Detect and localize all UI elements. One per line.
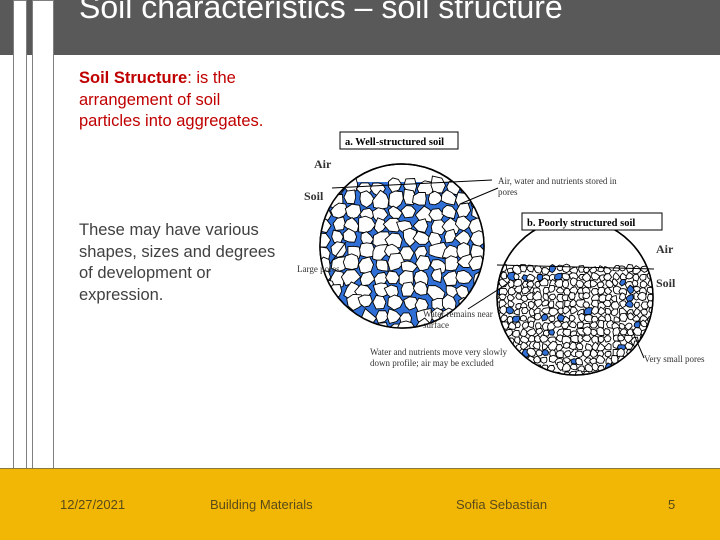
soil-structure-illustration: a. Well-structured soil Air Soil Large p… [292,122,710,390]
label-water-moves: Water and nutrients move very slowly dow… [370,347,507,368]
label-air-a: Air [314,157,332,171]
label-soil-a: Soil [304,189,324,203]
slide-title: Soil characteristics – soil structure [79,0,563,25]
title-bar: Soil characteristics – soil structure [0,0,720,55]
panel-a-title: a. Well-structured soil [345,137,444,148]
definition-body: : is the arrangement of soil particles i… [79,69,264,130]
label-air-water-nutrients: Air, water and nutrients stored in pores [498,176,617,197]
decorative-bar-right [32,0,54,540]
panel-b-title-box [521,212,663,231]
decorative-bar-left [13,0,27,540]
description-text: These may have various shapes, sizes and… [79,221,276,304]
definition-text: Soil Structure: is the arrangement of so… [79,68,279,133]
panel-a-circle [319,163,485,329]
label-water-remains: Water remains near surface [423,309,493,330]
footer-page-number: 5 [668,497,676,512]
definition-term: Soil Structure [79,69,188,87]
footer-bar [0,468,720,540]
footer-course: Building Materials [210,497,313,512]
label-very-small-pores: Very small pores [644,354,705,364]
footer-divider [0,468,720,469]
label-air-b: Air [656,242,674,256]
footer-date: 12/27/2021 [60,497,126,512]
label-large-pores: Large pores [297,264,340,274]
label-soil-b: Soil [656,276,676,290]
soil-diagram: a. Well-structured soil Air Soil Large p… [297,131,705,376]
panel-a-title-box [339,131,459,150]
footer-author: Sofia Sebastian [456,497,548,512]
panel-b-title: b. Poorly structured soil [527,218,635,229]
panel-b-circle [496,218,654,376]
